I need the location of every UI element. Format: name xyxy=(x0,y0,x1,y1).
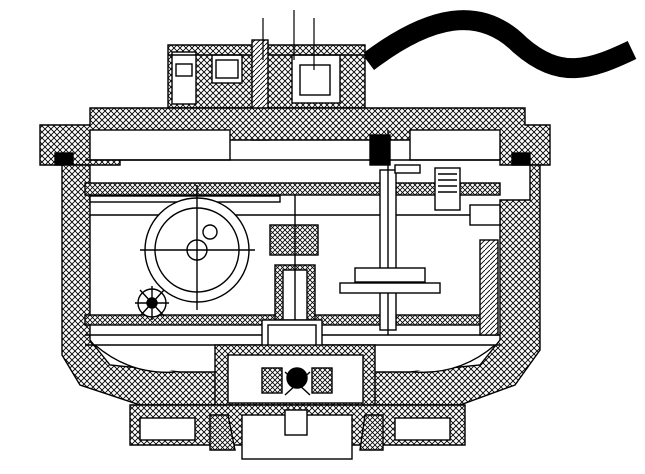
pinion-gear xyxy=(135,286,169,320)
right-spindle xyxy=(339,130,441,335)
top-terminal-housing xyxy=(167,39,366,141)
base xyxy=(129,404,466,460)
adjust-screw xyxy=(434,167,501,336)
lid-flange xyxy=(39,107,551,166)
bottom-housing xyxy=(214,344,376,406)
cable xyxy=(361,10,637,79)
drive-gear xyxy=(140,185,255,310)
